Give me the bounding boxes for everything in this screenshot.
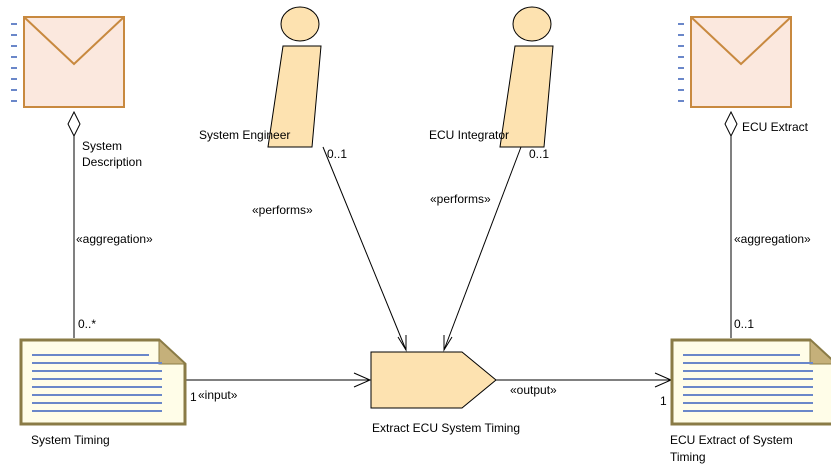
system-description-label-line1: System xyxy=(82,139,122,153)
arrow-head-icon xyxy=(397,335,407,352)
extract-ecu-system-timing-node[interactable] xyxy=(370,351,497,409)
input-stereotype: «input» xyxy=(198,388,238,402)
ecu-extract-timing-label-line2: Timing xyxy=(670,450,706,464)
system-timing-node[interactable] xyxy=(19,338,187,426)
system-timing-label: System Timing xyxy=(31,433,110,447)
ecu-integrator-node[interactable] xyxy=(499,6,554,148)
aggregation-left-multiplicity: 0..* xyxy=(78,317,96,331)
performs-engineer-multiplicity: 0..1 xyxy=(327,147,347,161)
system-description-label-line2: Description xyxy=(82,155,142,169)
output-stereotype: «output» xyxy=(510,383,557,397)
output-multiplicity: 1 xyxy=(660,394,667,408)
aggregation-diamond-icon xyxy=(724,110,738,138)
system-description-node[interactable] xyxy=(11,16,125,108)
input-multiplicity: 1 xyxy=(190,390,197,404)
aggregation-diamond-icon xyxy=(67,110,81,138)
ecu-extract-node[interactable] xyxy=(678,16,792,108)
system-engineer-node[interactable] xyxy=(267,6,322,148)
arrow-head-icon xyxy=(353,372,372,388)
performs-integrator-multiplicity: 0..1 xyxy=(529,147,549,161)
ecu-integrator-label: ECU Integrator xyxy=(429,128,509,142)
aggregation-right-multiplicity: 0..1 xyxy=(734,317,754,331)
ecu-extract-of-system-timing-node[interactable] xyxy=(670,338,831,426)
system-engineer-label: System Engineer xyxy=(199,128,290,142)
role-actor-icon xyxy=(267,6,322,148)
performs-integrator-stereotype: «performs» xyxy=(430,192,491,206)
document-icon xyxy=(670,338,831,426)
performs-connector-integrator[interactable] xyxy=(443,146,522,352)
role-actor-icon xyxy=(499,6,554,148)
performs-connector-engineer[interactable] xyxy=(322,146,407,352)
performs-engineer-stereotype: «performs» xyxy=(252,203,313,217)
extract-ecu-system-timing-label: Extract ECU System Timing xyxy=(372,421,520,435)
document-icon xyxy=(19,338,187,426)
ecu-extract-label: ECU Extract xyxy=(742,120,809,134)
task-pentagon-icon xyxy=(370,351,497,409)
aggregation-connector-left[interactable] xyxy=(67,110,81,338)
aggregation-connector-right[interactable] xyxy=(724,110,738,338)
arrow-head-icon xyxy=(443,335,453,352)
envelope-icon xyxy=(678,16,792,108)
aggregation-right-stereotype: «aggregation» xyxy=(734,232,811,246)
ecu-extract-timing-label-line1: ECU Extract of System xyxy=(670,433,793,447)
aggregation-left-stereotype: «aggregation» xyxy=(76,232,153,246)
input-connector[interactable] xyxy=(185,372,372,388)
envelope-icon xyxy=(11,16,125,108)
